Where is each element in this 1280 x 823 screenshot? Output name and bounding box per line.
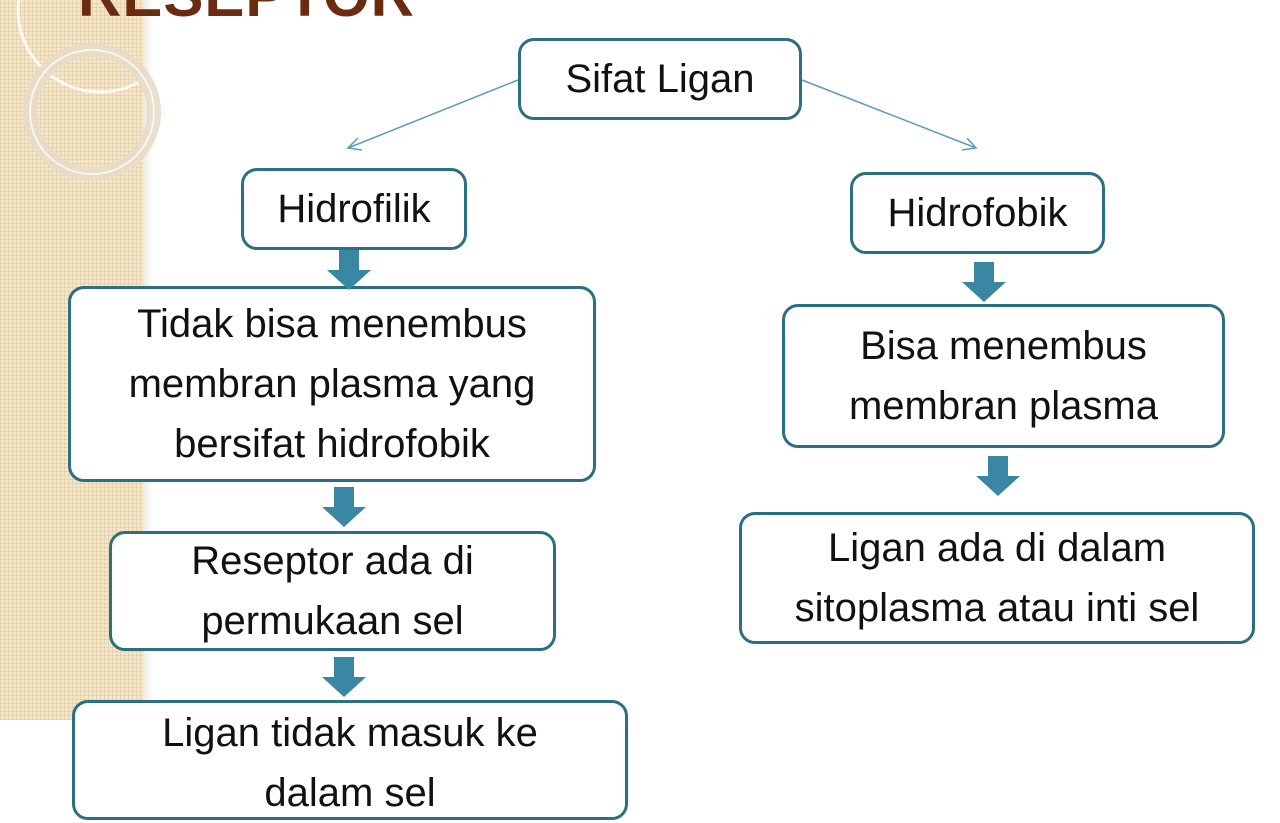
slide-title: RESEPTOR bbox=[78, 0, 415, 26]
right-branch-box: Hidrofobik bbox=[850, 172, 1105, 254]
root-node-label: Sifat Ligan bbox=[565, 57, 755, 101]
left-step-2-text: Reseptor ada di permukaan sel bbox=[191, 539, 474, 643]
right-step-2-text: Ligan ada di dalam sitoplasma atau inti … bbox=[794, 526, 1200, 630]
right-step-1-text: Bisa menembus membran plasma bbox=[848, 324, 1158, 428]
left-step-1-box: Tidak bisa menembus membran plasma yang … bbox=[68, 286, 596, 482]
down-arrow-icon bbox=[322, 657, 366, 697]
connector-lines bbox=[346, 79, 978, 151]
left-step-3-box: Ligan tidak masuk ke dalam sel bbox=[72, 700, 628, 820]
down-arrow-icon bbox=[962, 262, 1006, 302]
left-branch-label: Hidrofilik bbox=[277, 187, 431, 231]
left-branch-box: Hidrofilik bbox=[241, 168, 467, 250]
down-arrow-icon bbox=[322, 487, 366, 527]
root-node-box: Sifat Ligan bbox=[518, 38, 802, 120]
decorative-rings-icon bbox=[16, 0, 184, 181]
left-step-3-text: Ligan tidak masuk ke dalam sel bbox=[162, 711, 538, 815]
left-step-2-box: Reseptor ada di permukaan sel bbox=[109, 531, 556, 651]
down-arrow-icon bbox=[327, 250, 371, 290]
right-step-2-box: Ligan ada di dalam sitoplasma atau inti … bbox=[739, 512, 1255, 644]
left-step-1-text: Tidak bisa menembus membran plasma yang … bbox=[128, 302, 536, 466]
right-step-1-box: Bisa menembus membran plasma bbox=[782, 304, 1225, 448]
right-branch-label: Hidrofobik bbox=[887, 191, 1068, 235]
down-arrow-icon bbox=[976, 456, 1020, 496]
